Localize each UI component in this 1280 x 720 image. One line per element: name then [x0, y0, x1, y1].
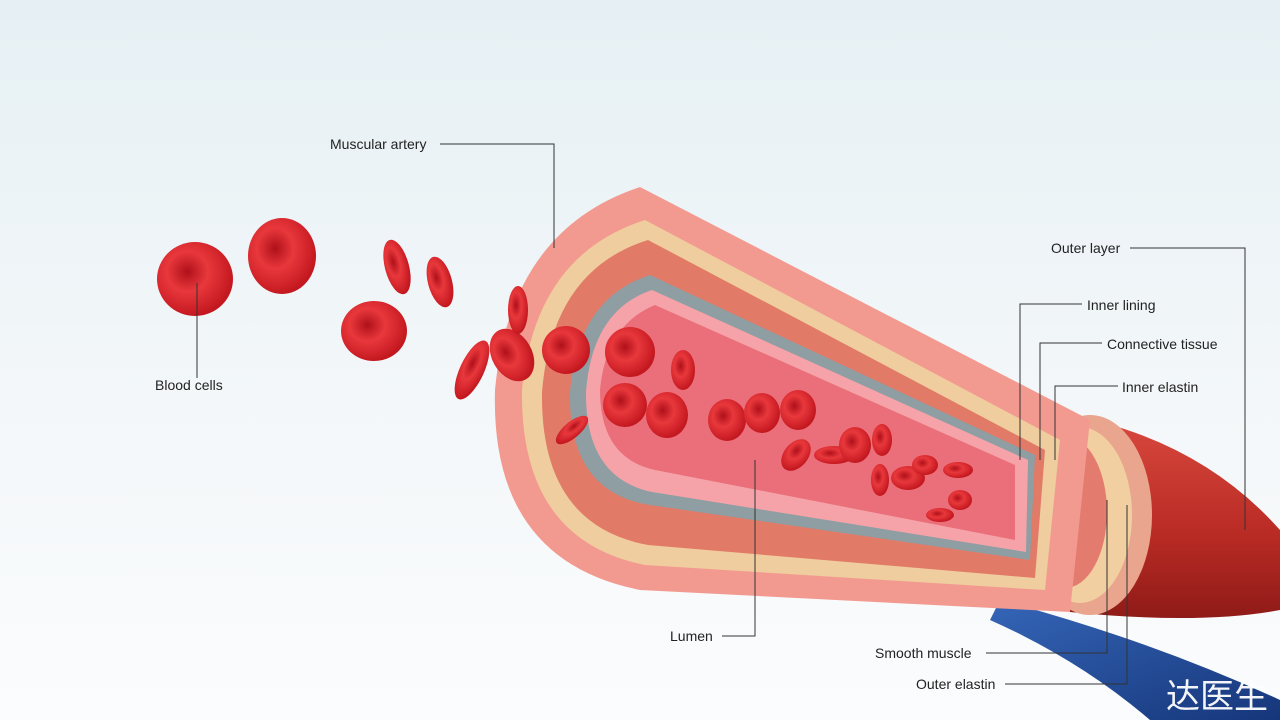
label-blood-cells: Blood cells: [155, 377, 223, 393]
label-outer-layer: Outer layer: [1051, 240, 1121, 256]
label-connective-tissue: Connective tissue: [1107, 336, 1218, 352]
leader-lines: [196, 143, 1246, 685]
watermark: 达医生: [1166, 677, 1268, 717]
label-smooth-muscle: Smooth muscle: [875, 645, 972, 661]
vein: [990, 600, 1280, 720]
blood-cells: [157, 218, 973, 522]
label-inner-elastin: Inner elastin: [1122, 379, 1199, 395]
label-outer-elastin: Outer elastin: [916, 676, 996, 692]
label-muscular-artery: Muscular artery: [330, 136, 427, 152]
label-lumen: Lumen: [670, 628, 713, 644]
label-inner-lining: Inner lining: [1087, 297, 1156, 313]
